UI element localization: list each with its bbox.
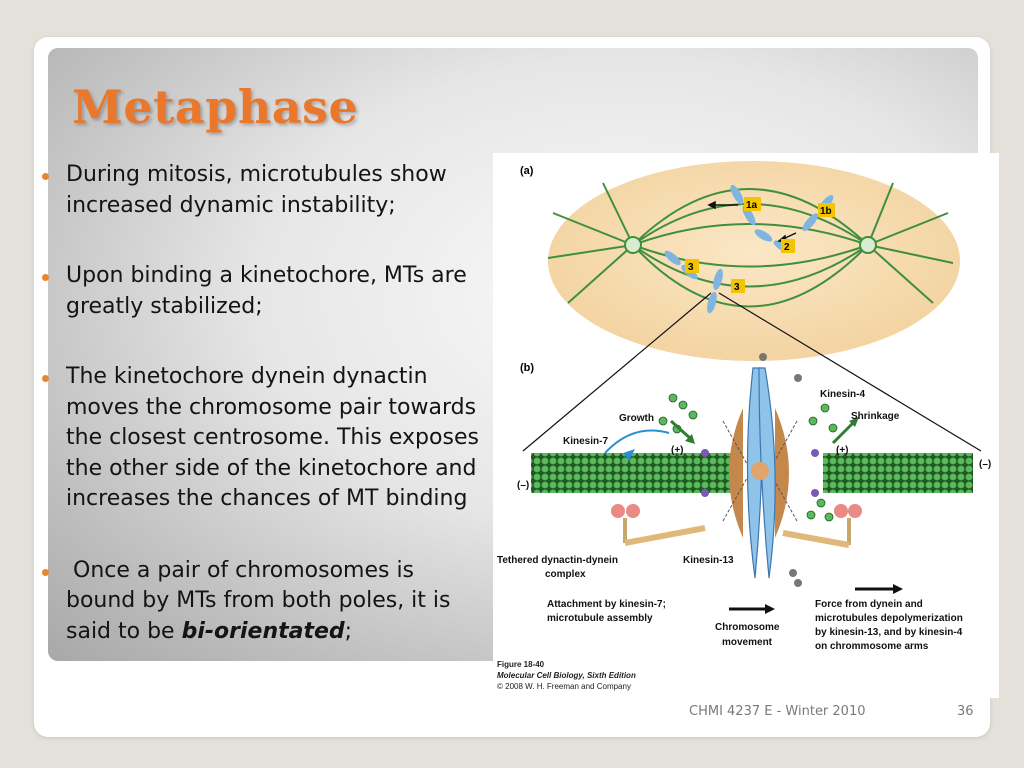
svg-text:3: 3: [688, 262, 694, 273]
figure-book: Molecular Cell Biology, Sixth Edition: [497, 671, 636, 680]
bullet-dot-icon: [42, 375, 49, 382]
force-label-line1: Force from dynein and: [815, 599, 923, 610]
zoom-line-left: [522, 292, 712, 452]
right-microtubule: [823, 453, 973, 493]
centromere: [751, 462, 769, 480]
zoom-line-right: [718, 292, 982, 452]
left-kinetochore: [729, 408, 743, 538]
attachment-label-line2: microtubule assembly: [547, 613, 653, 624]
bullet-dot-icon: [42, 274, 49, 281]
bullet-item: During mitosis, microtubules show increa…: [36, 160, 486, 221]
kinesin-4-motors: [759, 353, 802, 587]
svg-text:1b: 1b: [820, 206, 832, 217]
step-badges: 1a 1b 2 3 3: [685, 197, 835, 293]
right-kinetochore: [775, 408, 789, 538]
footer-course: CHMI 4237 E - Winter 2010: [689, 704, 866, 719]
plus-end-right: (+): [836, 445, 849, 456]
svg-text:3: 3: [734, 282, 740, 293]
svg-text:1a: 1a: [746, 200, 758, 211]
mitosis-figure: (a): [493, 153, 999, 698]
slide-title: Metaphase: [72, 80, 359, 134]
left-centrosome: [624, 236, 642, 254]
figure-number: Figure 18-40: [497, 660, 545, 669]
chromosome-movement-line1: Chromosome: [715, 622, 780, 633]
movement-arrows: [707, 200, 797, 243]
figure-copyright: © 2008 W. H. Freeman and Company: [497, 682, 631, 691]
force-label-line3: by kinesin-13, and by kinesin-4: [815, 627, 963, 638]
page-number: 36: [957, 704, 974, 719]
tethered-label-line2: complex: [545, 569, 586, 580]
direction-arrows: [729, 584, 903, 614]
bullet-item: Upon binding a kinetochore, MTs are grea…: [36, 261, 486, 322]
left-microtubule: [531, 453, 731, 493]
shrinkage-label: Shrinkage: [851, 411, 900, 422]
attachment-label-line1: Attachment by kinesin-7;: [547, 599, 666, 610]
panel-a-label: (a): [520, 165, 534, 177]
tethered-label-line1: Tethered dynactin-dynein: [497, 555, 618, 566]
growth-arrow: [669, 419, 693, 441]
bullet-dot-icon: [42, 568, 49, 576]
shrinkage-arrow: [831, 419, 857, 445]
svg-text:2: 2: [784, 242, 790, 253]
cell-outline: [548, 161, 960, 361]
right-centrosome: [859, 236, 877, 254]
kinesin-4-label: Kinesin-4: [820, 389, 865, 400]
bullet-dot-icon: [42, 173, 49, 180]
kinesin-7-label: Kinesin-7: [563, 436, 608, 447]
chromosome-movement-line2: movement: [722, 637, 773, 648]
dynactin-dynein: [611, 504, 862, 548]
plus-end-left: (+): [671, 445, 684, 456]
bullet-list: During mitosis, microtubules show increa…: [36, 160, 486, 647]
spindle-microtubules: [547, 182, 954, 308]
force-label-line4: on chrommosome arms: [815, 641, 929, 652]
panel-b-label: (b): [520, 362, 534, 374]
growth-label: Growth: [619, 413, 654, 424]
force-label-line2: microtubules depolymerization: [815, 613, 963, 624]
kinesin-13-label: Kinesin-13: [683, 555, 734, 566]
kinesin-13-motors: [701, 449, 819, 497]
minus-end-left: (–): [517, 480, 529, 491]
minus-end-right: (–): [979, 459, 991, 470]
kinesin-7-arrow: [604, 429, 670, 454]
bullet-item: Once a pair of chromosomes is bound by M…: [36, 556, 486, 648]
bullet-item: The kinetochore dynein dynactin moves th…: [36, 362, 486, 515]
bi-orientated-emphasis: bi-orientated: [181, 618, 345, 644]
